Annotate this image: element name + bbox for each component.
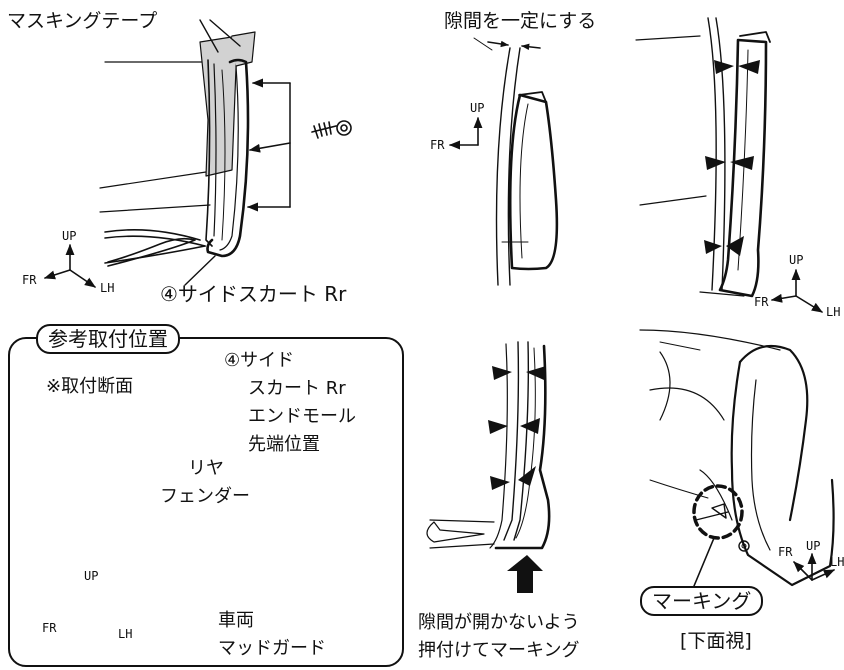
panel4-axis-up: UP [84,569,99,583]
panel6-bottom-view [639,329,836,587]
rear-fender-line-1: リヤ [188,458,224,479]
panel5-press-and-mark [426,341,551,550]
panel2-axis-fr: FR [430,138,445,152]
panel4-axis-lh: LH [118,627,133,641]
bottom-view-label: [下面視] [680,630,752,652]
panel5-gap-markers [488,366,546,593]
panel3-axis-fr: FR [754,295,769,309]
callout-line-4: 先端位置 [248,434,320,455]
panel1-side-skirt-installation [43,19,352,288]
panel6-axis-up: UP [806,539,821,553]
callout-line-3: エンドモール [248,406,356,427]
press-arrow-icon [507,555,543,593]
screw-icon [311,120,352,139]
panel1-axis-lh: LH [100,281,115,295]
side-skirt-label: ④サイドスカート Rr [160,282,347,306]
panel4-axis-fr: FR [42,621,57,635]
panel3-axis-up: UP [789,253,804,267]
reference-position-title: 参考取付位置 [36,324,180,354]
press-caption-line-2: 押付けてマーキング [418,640,580,661]
panel2-gap-detail [448,37,559,286]
panel1-axis-up: UP [62,229,77,243]
mudguard-line-1: 車両 [218,610,254,631]
marking-label: マーキング [640,586,764,616]
panel6-axis-lh: LH [830,556,844,568]
panel1-axis-fr: FR [22,273,37,287]
panel6-axis-fr: FR [778,545,793,559]
callout-line-1: ④サイド [224,350,295,371]
panel5-part [494,344,551,550]
panel3-gap-markers [704,60,760,256]
press-caption-line-1: 隙間が開かないよう [418,612,580,633]
callout-line-2: スカート Rr [248,378,346,399]
gap-detail-part [508,93,559,271]
side-skirt-part [206,58,250,258]
panel3-axis-lh: LH [826,305,841,319]
panel6-part [730,360,835,587]
reference-position-box [8,337,404,667]
gap-constant-label: 隙間を一定にする [444,10,597,32]
panel3-part [718,38,768,298]
panel2-axis-up: UP [470,101,485,115]
rear-fender-line-2: フェンダー [160,486,250,507]
masking-tape-shape [199,35,239,177]
mounting-section-label: ※取付断面 [46,376,134,397]
panel3-gap-uniform [635,17,823,313]
mudguard-line-2: マッドガード [218,638,326,659]
marking-circle [692,484,744,540]
masking-tape-label: マスキングテープ [7,10,158,32]
